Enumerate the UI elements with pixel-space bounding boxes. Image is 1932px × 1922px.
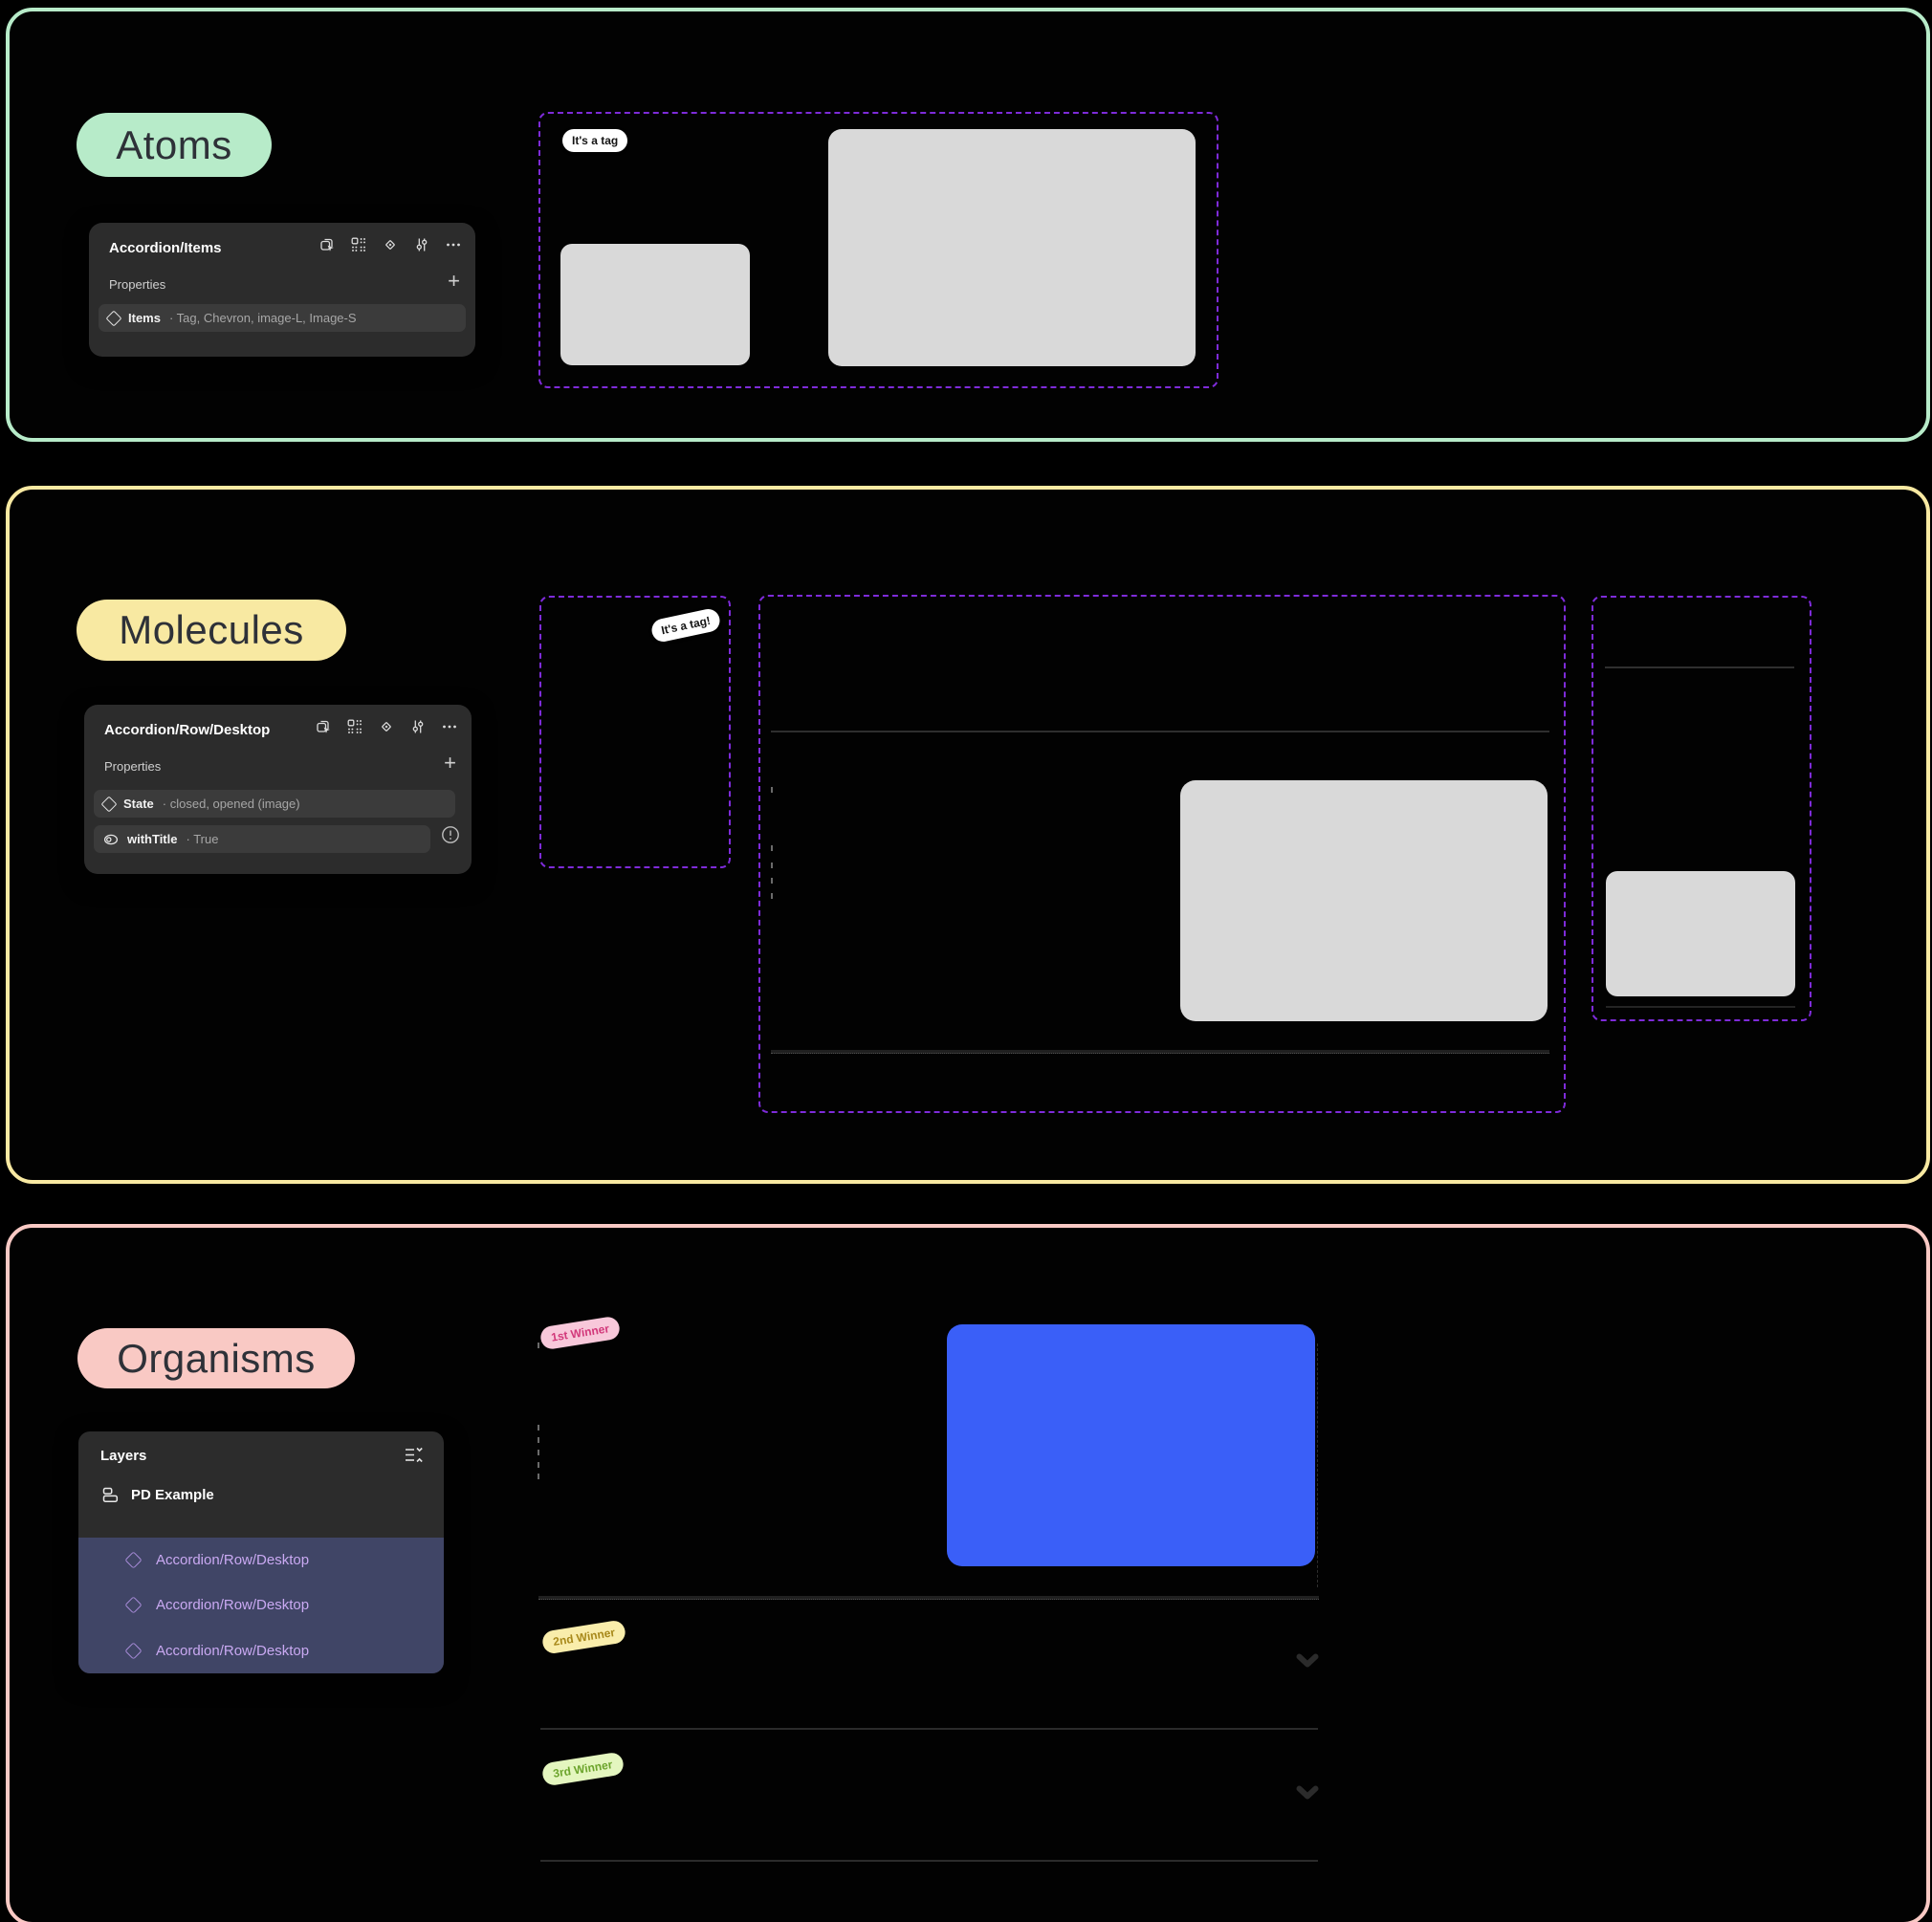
image-placeholder-large[interactable] <box>1180 780 1548 1021</box>
variant-diamond-icon <box>100 796 118 812</box>
warning-icon[interactable] <box>441 825 460 849</box>
component-icon[interactable] <box>379 719 394 734</box>
instance-grid-icon[interactable] <box>347 719 362 734</box>
chevron-down-icon[interactable] <box>1295 1784 1320 1808</box>
properties-label: Properties <box>104 759 162 774</box>
chevron-down-icon[interactable] <box>1295 1652 1320 1676</box>
organisms-section-label: Organisms <box>77 1328 355 1388</box>
accordion-row-divider <box>540 1728 1318 1730</box>
instance-grid-icon[interactable] <box>351 237 366 252</box>
accordion-divider <box>1606 1006 1795 1008</box>
atoms-section-label: Atoms <box>77 113 272 177</box>
layer-item-root[interactable]: PD Example <box>102 1487 214 1503</box>
text-remnant <box>771 863 773 868</box>
molecules-frame-mobile[interactable] <box>1592 596 1811 1021</box>
property-value: · True <box>186 832 219 846</box>
layer-item-label: Accordion/Row/Desktop <box>156 1552 310 1569</box>
boolean-eye-icon <box>103 832 119 847</box>
instance-diamond-icon <box>124 1642 143 1660</box>
layer-item-label: PD Example <box>131 1487 214 1503</box>
layer-item-accordion[interactable]: Accordion/Row/Desktop <box>78 1583 444 1627</box>
image-placeholder-small[interactable] <box>560 244 750 365</box>
sliders-icon[interactable] <box>410 719 426 734</box>
accordion-row-divider <box>538 1596 1319 1600</box>
text-remnant <box>538 1425 539 1431</box>
section-icon <box>102 1487 119 1503</box>
text-remnant <box>538 1474 539 1479</box>
image-placeholder-small[interactable] <box>1606 871 1795 996</box>
panel-title: Accordion/Items <box>109 240 222 256</box>
layer-item-label: Accordion/Row/Desktop <box>156 1642 310 1659</box>
atoms-component-frame[interactable] <box>538 112 1218 388</box>
property-value: · Tag, Chevron, image-L, Image-S <box>168 311 357 325</box>
accordion-items-panel: Accordion/Items <box>89 223 475 357</box>
text-remnant <box>771 878 773 884</box>
tag-chip[interactable]: It's a tag <box>562 129 628 152</box>
panel-toolbar <box>319 237 461 252</box>
text-remnant <box>538 1437 539 1443</box>
property-row-items[interactable]: Items · Tag, Chevron, image-L, Image-S <box>99 304 466 332</box>
text-remnant <box>771 787 773 793</box>
instance-diamond-icon <box>124 1596 143 1615</box>
property-name: Items <box>128 311 161 325</box>
add-property-icon[interactable]: + <box>448 269 460 293</box>
molecules-frame-large[interactable] <box>758 595 1566 1113</box>
highlight-image-placeholder[interactable] <box>947 1324 1315 1566</box>
component-icon[interactable] <box>383 237 398 252</box>
property-row-state[interactable]: State · closed, opened (image) <box>94 790 455 818</box>
property-name: State <box>123 797 154 811</box>
text-remnant <box>771 893 773 899</box>
hidden-frame-edge <box>1317 1343 1318 1587</box>
image-placeholder-large[interactable] <box>828 129 1196 366</box>
layers-panel-title: Layers <box>100 1448 147 1464</box>
text-remnant <box>538 1343 539 1348</box>
accordion-bottom-divider <box>771 1050 1549 1054</box>
more-options-icon[interactable] <box>442 719 457 734</box>
property-value: · closed, opened (image) <box>162 797 300 811</box>
accordion-divider <box>1605 666 1794 668</box>
panel-title: Accordion/Row/Desktop <box>104 722 271 738</box>
panel-toolbar <box>316 719 457 734</box>
text-remnant <box>771 845 773 851</box>
text-remnant <box>538 1450 539 1455</box>
property-row-withtitle[interactable]: withTitle · True <box>94 825 430 853</box>
selected-layers-group: Accordion/Row/Desktop Accordion/Row/Desk… <box>78 1538 444 1673</box>
add-property-icon[interactable]: + <box>444 751 456 775</box>
collapse-layers-icon[interactable] <box>405 1447 423 1468</box>
layer-item-accordion[interactable]: Accordion/Row/Desktop <box>78 1538 444 1583</box>
properties-label: Properties <box>109 277 166 292</box>
layers-panel: Layers PD Example Accordion/Row/Desktop <box>78 1431 444 1673</box>
copy-properties-icon[interactable] <box>316 719 331 734</box>
accordion-row-divider <box>540 1860 1318 1862</box>
variant-diamond-icon <box>105 310 122 326</box>
molecules-frame-small[interactable] <box>539 596 731 868</box>
text-remnant <box>538 1462 539 1468</box>
layer-item-label: Accordion/Row/Desktop <box>156 1597 310 1614</box>
accordion-row-desktop-panel: Accordion/Row/Desktop <box>84 705 472 874</box>
property-name: withTitle <box>127 832 178 846</box>
instance-diamond-icon <box>124 1551 143 1569</box>
more-options-icon[interactable] <box>446 237 461 252</box>
molecules-section-label: Molecules <box>77 600 346 661</box>
accordion-divider <box>771 731 1549 732</box>
sliders-icon[interactable] <box>414 237 429 252</box>
copy-properties-icon[interactable] <box>319 237 335 252</box>
layer-item-accordion[interactable]: Accordion/Row/Desktop <box>78 1628 444 1673</box>
